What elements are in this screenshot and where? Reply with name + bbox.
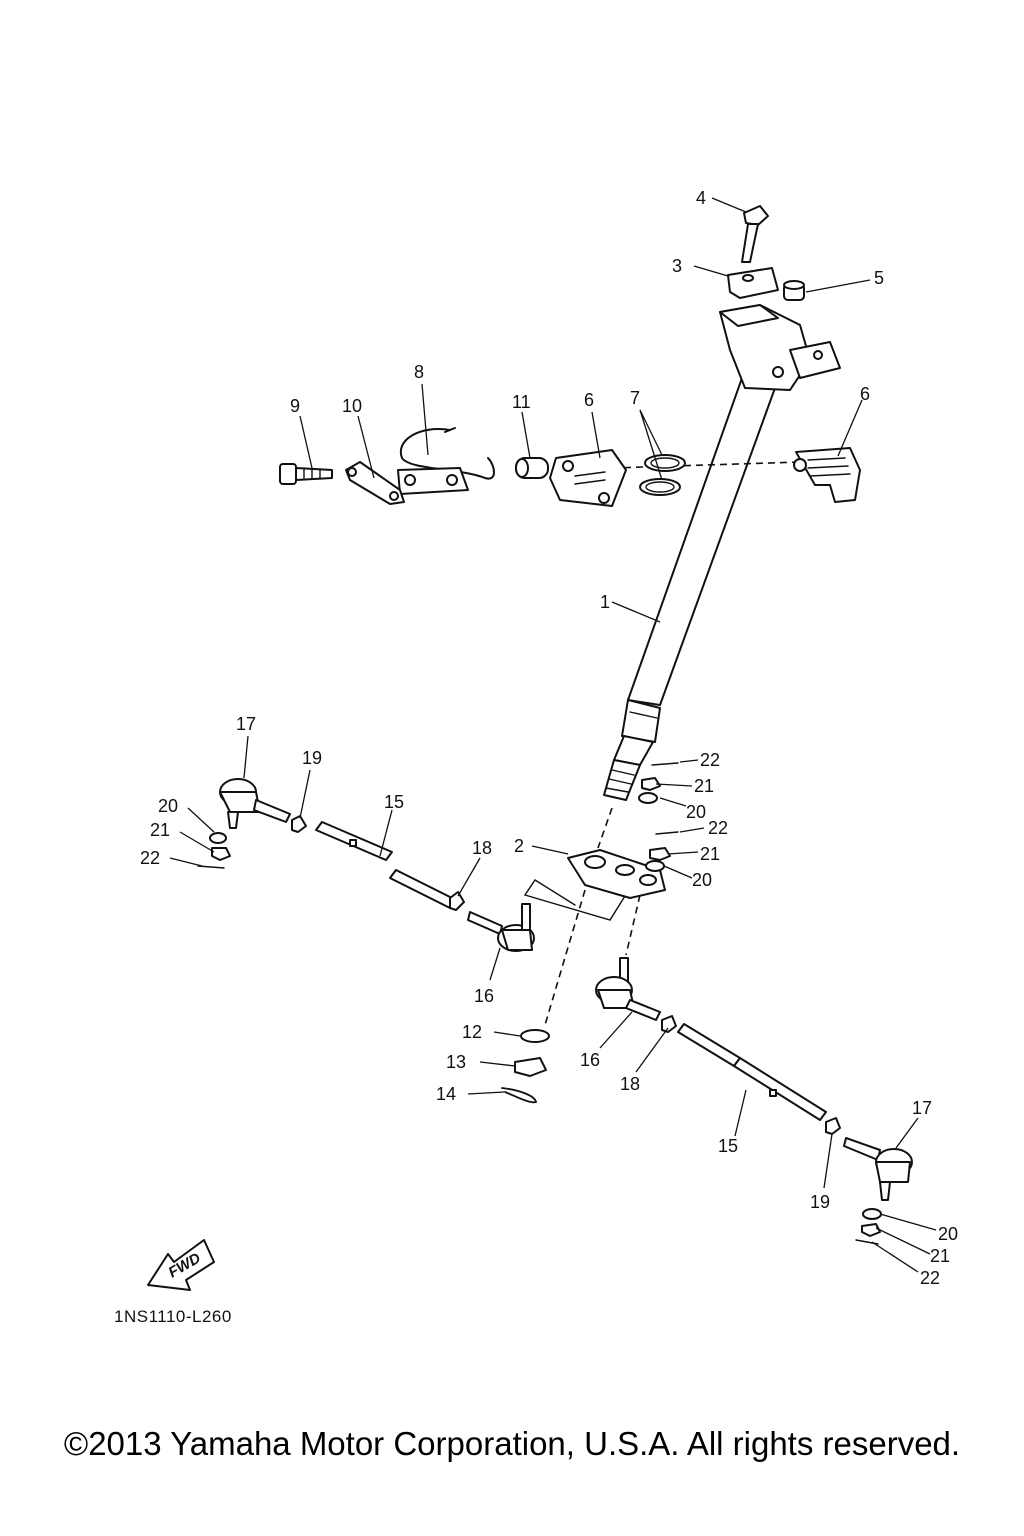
diagram-code: 1NS1110-L260 [114, 1307, 232, 1326]
copyright-notice: ©2013 Yamaha Motor Corporation, U.S.A. A… [63, 1425, 961, 1462]
callout-15-right: 15 [718, 1136, 738, 1156]
callout-19-right: 19 [810, 1192, 830, 1212]
seals-7 [639, 454, 686, 496]
callout-10: 10 [342, 396, 362, 416]
callout-numbers: 1 2 3 4 5 6 6 7 8 9 10 11 12 13 14 15 15… [140, 188, 958, 1288]
callout-21-upper: 21 [694, 776, 714, 796]
tie-rod-right [661, 1015, 841, 1135]
callout-22-right: 22 [920, 1268, 940, 1288]
callout-16-right: 16 [580, 1050, 600, 1070]
callout-18-left: 18 [472, 838, 492, 858]
collar-11 [515, 457, 549, 479]
callout-17-right: 17 [912, 1098, 932, 1118]
callout-21-right: 21 [930, 1246, 950, 1266]
callout-9: 9 [290, 396, 300, 416]
pitman-arm-2 [567, 849, 666, 899]
fwd-arrow-icon: FWD [147, 1239, 215, 1291]
callout-20-left: 20 [158, 796, 178, 816]
callout-22-left: 22 [140, 848, 160, 868]
callout-22-upper: 22 [700, 750, 720, 770]
callout-7: 7 [630, 388, 640, 408]
alignment-line-6 [611, 461, 801, 469]
callout-20-upper: 20 [686, 802, 706, 822]
callout-15-left: 15 [384, 792, 404, 812]
callout-19-left: 19 [302, 748, 322, 768]
callout-13: 13 [446, 1052, 466, 1072]
bolt-9 [279, 463, 333, 485]
callout-18-right: 18 [620, 1074, 640, 1094]
alignment-bracket [523, 879, 636, 921]
callout-20-mid: 20 [692, 870, 712, 890]
lock-washer-10 [345, 461, 405, 505]
hardware-upper [638, 762, 679, 872]
tie-rod-left [291, 815, 465, 911]
tie-rod-end-16-right [595, 957, 661, 1021]
callout-6-right: 6 [860, 384, 870, 404]
callout-14: 14 [436, 1084, 456, 1104]
callout-3: 3 [672, 256, 682, 276]
leader-lines [169, 197, 937, 1273]
bolt-4 [741, 205, 769, 263]
clamp-6-right [793, 447, 861, 503]
clamp-6-left [549, 449, 627, 507]
tie-rod-end-16-left [467, 903, 535, 952]
holder-3 [727, 267, 779, 299]
callout-20-right: 20 [938, 1224, 958, 1244]
callout-5: 5 [874, 268, 884, 288]
washer-nut-pin [501, 1029, 550, 1104]
callout-4: 4 [696, 188, 706, 208]
callout-1: 1 [600, 592, 610, 612]
callout-2: 2 [514, 836, 524, 856]
callout-21-left: 21 [150, 820, 170, 840]
callout-6-left: 6 [584, 390, 594, 410]
callout-8: 8 [414, 362, 424, 382]
callout-17-left: 17 [236, 714, 256, 734]
plate-8 [397, 467, 469, 495]
column-top-bracket [719, 304, 841, 391]
callout-12: 12 [462, 1022, 482, 1042]
cap-5 [783, 280, 805, 301]
callout-22-mid: 22 [708, 818, 728, 838]
tie-rod-end-17-right [843, 1137, 913, 1245]
callout-21-mid: 21 [700, 844, 720, 864]
alignment-line-16 [625, 894, 641, 956]
callout-16-left: 16 [474, 986, 494, 1006]
tie-rod-end-17-left [197, 778, 291, 869]
steering-column-shaft [603, 377, 776, 801]
callout-11: 11 [512, 392, 531, 412]
alignment-line-column [597, 807, 613, 849]
